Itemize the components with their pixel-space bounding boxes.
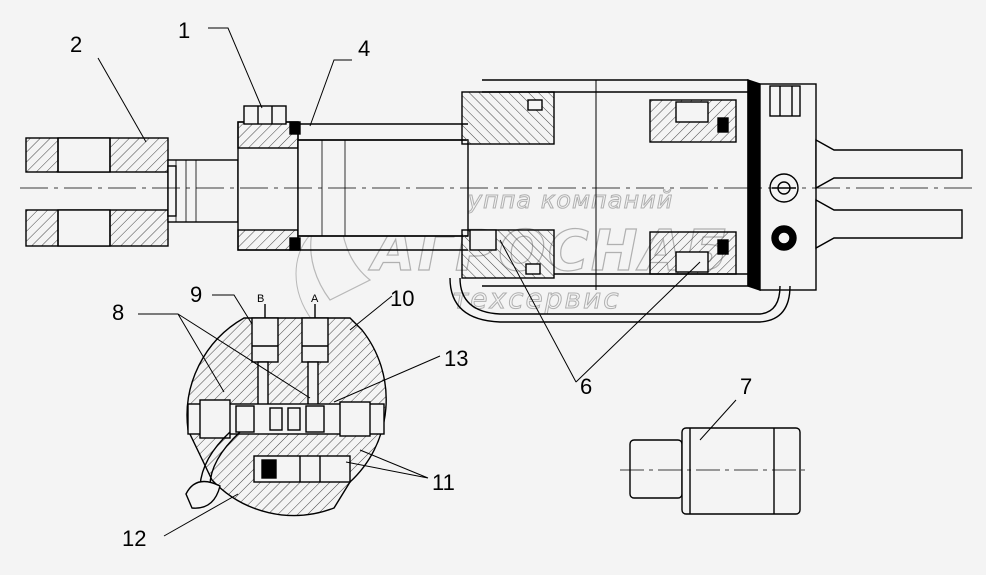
bolt-head xyxy=(243,105,287,125)
watermark-wheat-icon xyxy=(295,234,313,321)
callout-2: 2 xyxy=(70,32,82,57)
external-pipe xyxy=(449,277,791,323)
watermark-line-1: группа компаний xyxy=(438,186,673,214)
callout-11: 11 xyxy=(432,470,455,495)
part-7-plug xyxy=(620,427,810,515)
rod-eye-nut xyxy=(167,159,239,223)
callout-1: 1 xyxy=(178,18,190,43)
leader-8 xyxy=(138,313,311,399)
leader-12 xyxy=(163,493,239,537)
callout-4: 4 xyxy=(358,36,370,61)
leader-13 xyxy=(333,355,441,403)
leader-11 xyxy=(345,449,429,479)
callout-12: 12 xyxy=(122,526,146,551)
leader-7 xyxy=(699,399,737,441)
cylinder-head xyxy=(461,91,555,145)
leader-9 xyxy=(212,294,253,325)
callout-13: 13 xyxy=(444,346,468,371)
valve-detail xyxy=(185,304,387,517)
callout-8: 8 xyxy=(112,300,124,325)
callouts: 1 2 4 6 7 8 9 10 11 12 13 B A xyxy=(70,18,752,551)
port-a xyxy=(301,317,329,363)
callout-7: 7 xyxy=(740,374,752,399)
left-clevis xyxy=(25,137,169,247)
cylinder-assembly xyxy=(20,79,975,323)
seal-top xyxy=(289,121,301,135)
leader-1 xyxy=(208,27,263,109)
leader-4 xyxy=(309,59,352,127)
leader-2 xyxy=(97,57,147,143)
port-label-a: A xyxy=(311,293,319,305)
leader-6 xyxy=(499,239,701,383)
callout-10: 10 xyxy=(390,286,414,311)
end-seal xyxy=(747,79,761,291)
right-clevis-lower xyxy=(815,198,963,250)
leader-10 xyxy=(349,295,393,331)
leader-lines xyxy=(97,27,737,537)
seal-bottom xyxy=(289,237,301,251)
callout-6: 6 xyxy=(580,374,592,399)
right-clevis-upper xyxy=(815,138,963,190)
port-b xyxy=(251,317,279,363)
watermark-line-3: техсервис xyxy=(452,282,621,315)
callout-9: 9 xyxy=(190,282,202,307)
port-label-b: B xyxy=(257,293,264,305)
